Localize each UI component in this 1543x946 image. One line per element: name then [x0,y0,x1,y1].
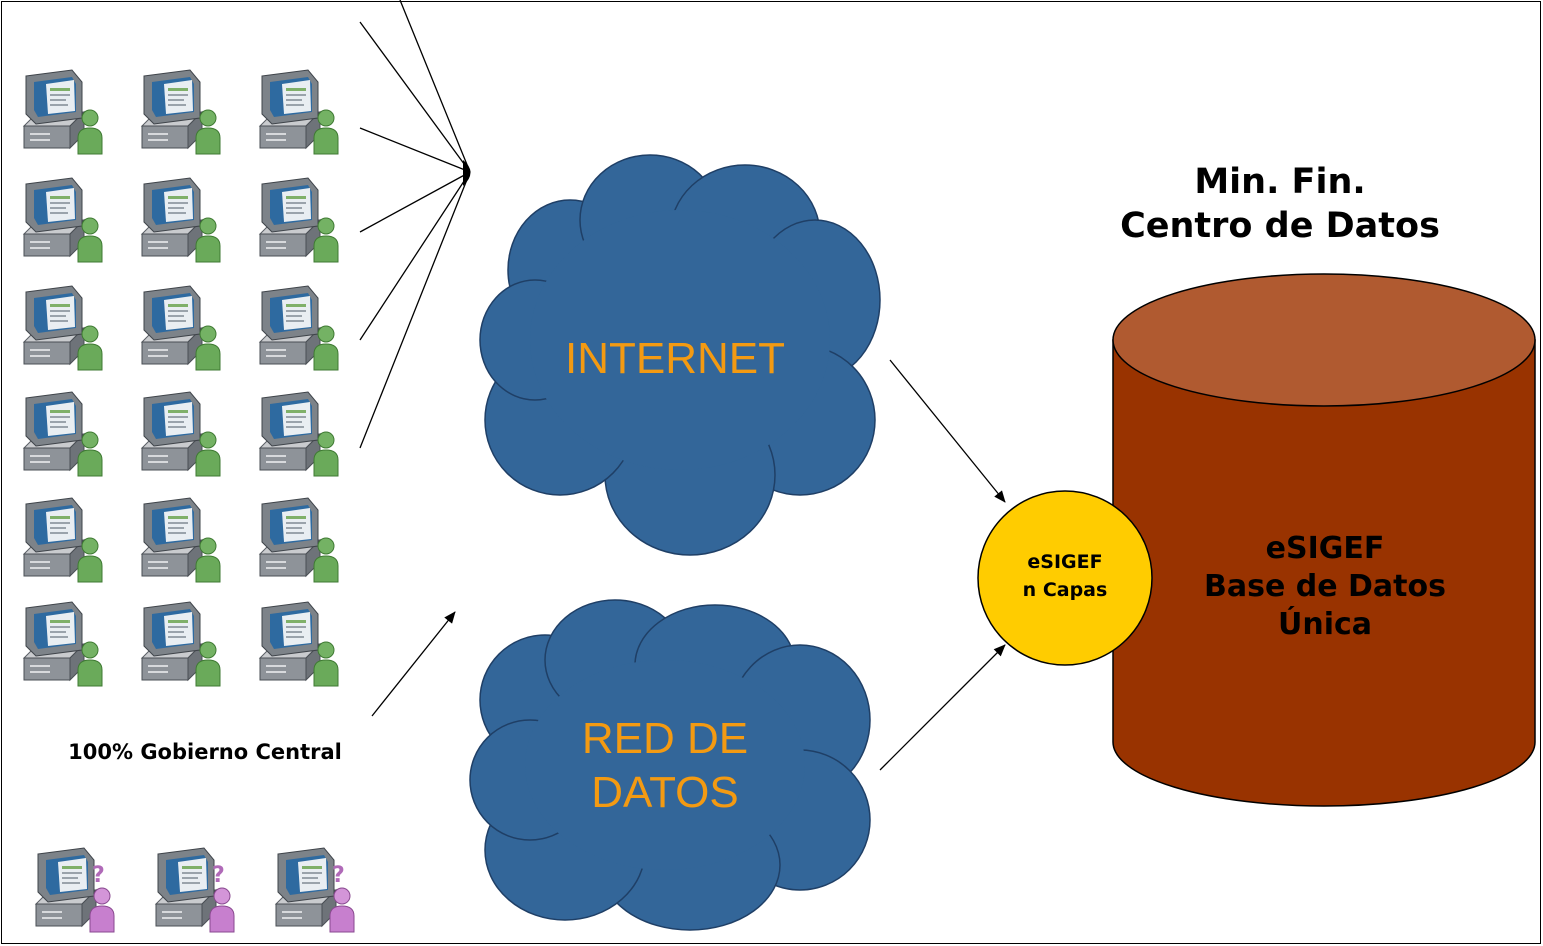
computer-user-icon [24,392,102,476]
data-network-label-line1: RED DE [581,714,749,763]
database-label-line2: Base de Datos [1204,569,1446,604]
computer-user-icon [260,498,338,582]
database-label-line3: Única [1277,607,1373,642]
server-label: eSIGEF n Capas [990,548,1140,604]
database-label-line1: eSIGEF [1265,531,1385,566]
data-network-label: RED DE DATOS [530,712,800,820]
computer-user-icon [260,70,338,154]
computer-user-icon [24,178,102,262]
computer-user-icon [142,178,220,262]
workstation-grid [24,70,338,686]
server-label-line2: n Capas [1022,579,1108,601]
computer-user-icon [142,602,220,686]
datacenter-title-line1: Min. Fin. [1194,162,1366,202]
server-label-line1: eSIGEF [1027,551,1103,573]
user-connection-lines [359,0,471,449]
computer-unknown-user-icon [276,848,354,932]
arrow-internet-to-server [889,359,1006,503]
computer-user-icon [142,286,220,370]
data-network-label-line2: DATOS [591,768,739,817]
computer-user-icon [24,70,102,154]
computer-user-icon [142,498,220,582]
datacenter-title-line2: Centro de Datos [1120,206,1440,246]
arrow-network-to-server [879,644,1006,771]
computer-user-icon [142,70,220,154]
computer-user-icon [24,498,102,582]
database-cylinder [1112,273,1536,807]
computer-unknown-user-icon [36,848,114,932]
computer-user-icon [24,602,102,686]
computer-user-icon [260,178,338,262]
users-coverage-label: 100% Gobierno Central [68,740,342,764]
computer-user-icon [260,602,338,686]
data-network-cloud [469,599,871,931]
server-node [977,490,1153,666]
internet-label: INTERNET [565,334,785,383]
computer-user-icon [24,286,102,370]
internet-cloud [479,154,881,556]
database-label: eSIGEF Base de Datos Única [1180,530,1470,644]
datacenter-title: Min. Fin. Centro de Datos [1090,160,1470,248]
arrow-users-to-network [371,611,456,717]
connection-hub [463,160,471,186]
computer-user-icon [260,286,338,370]
computer-unknown-user-icon [156,848,234,932]
computer-user-icon [142,392,220,476]
unknown-workstation-row [36,848,354,932]
computer-user-icon [260,392,338,476]
